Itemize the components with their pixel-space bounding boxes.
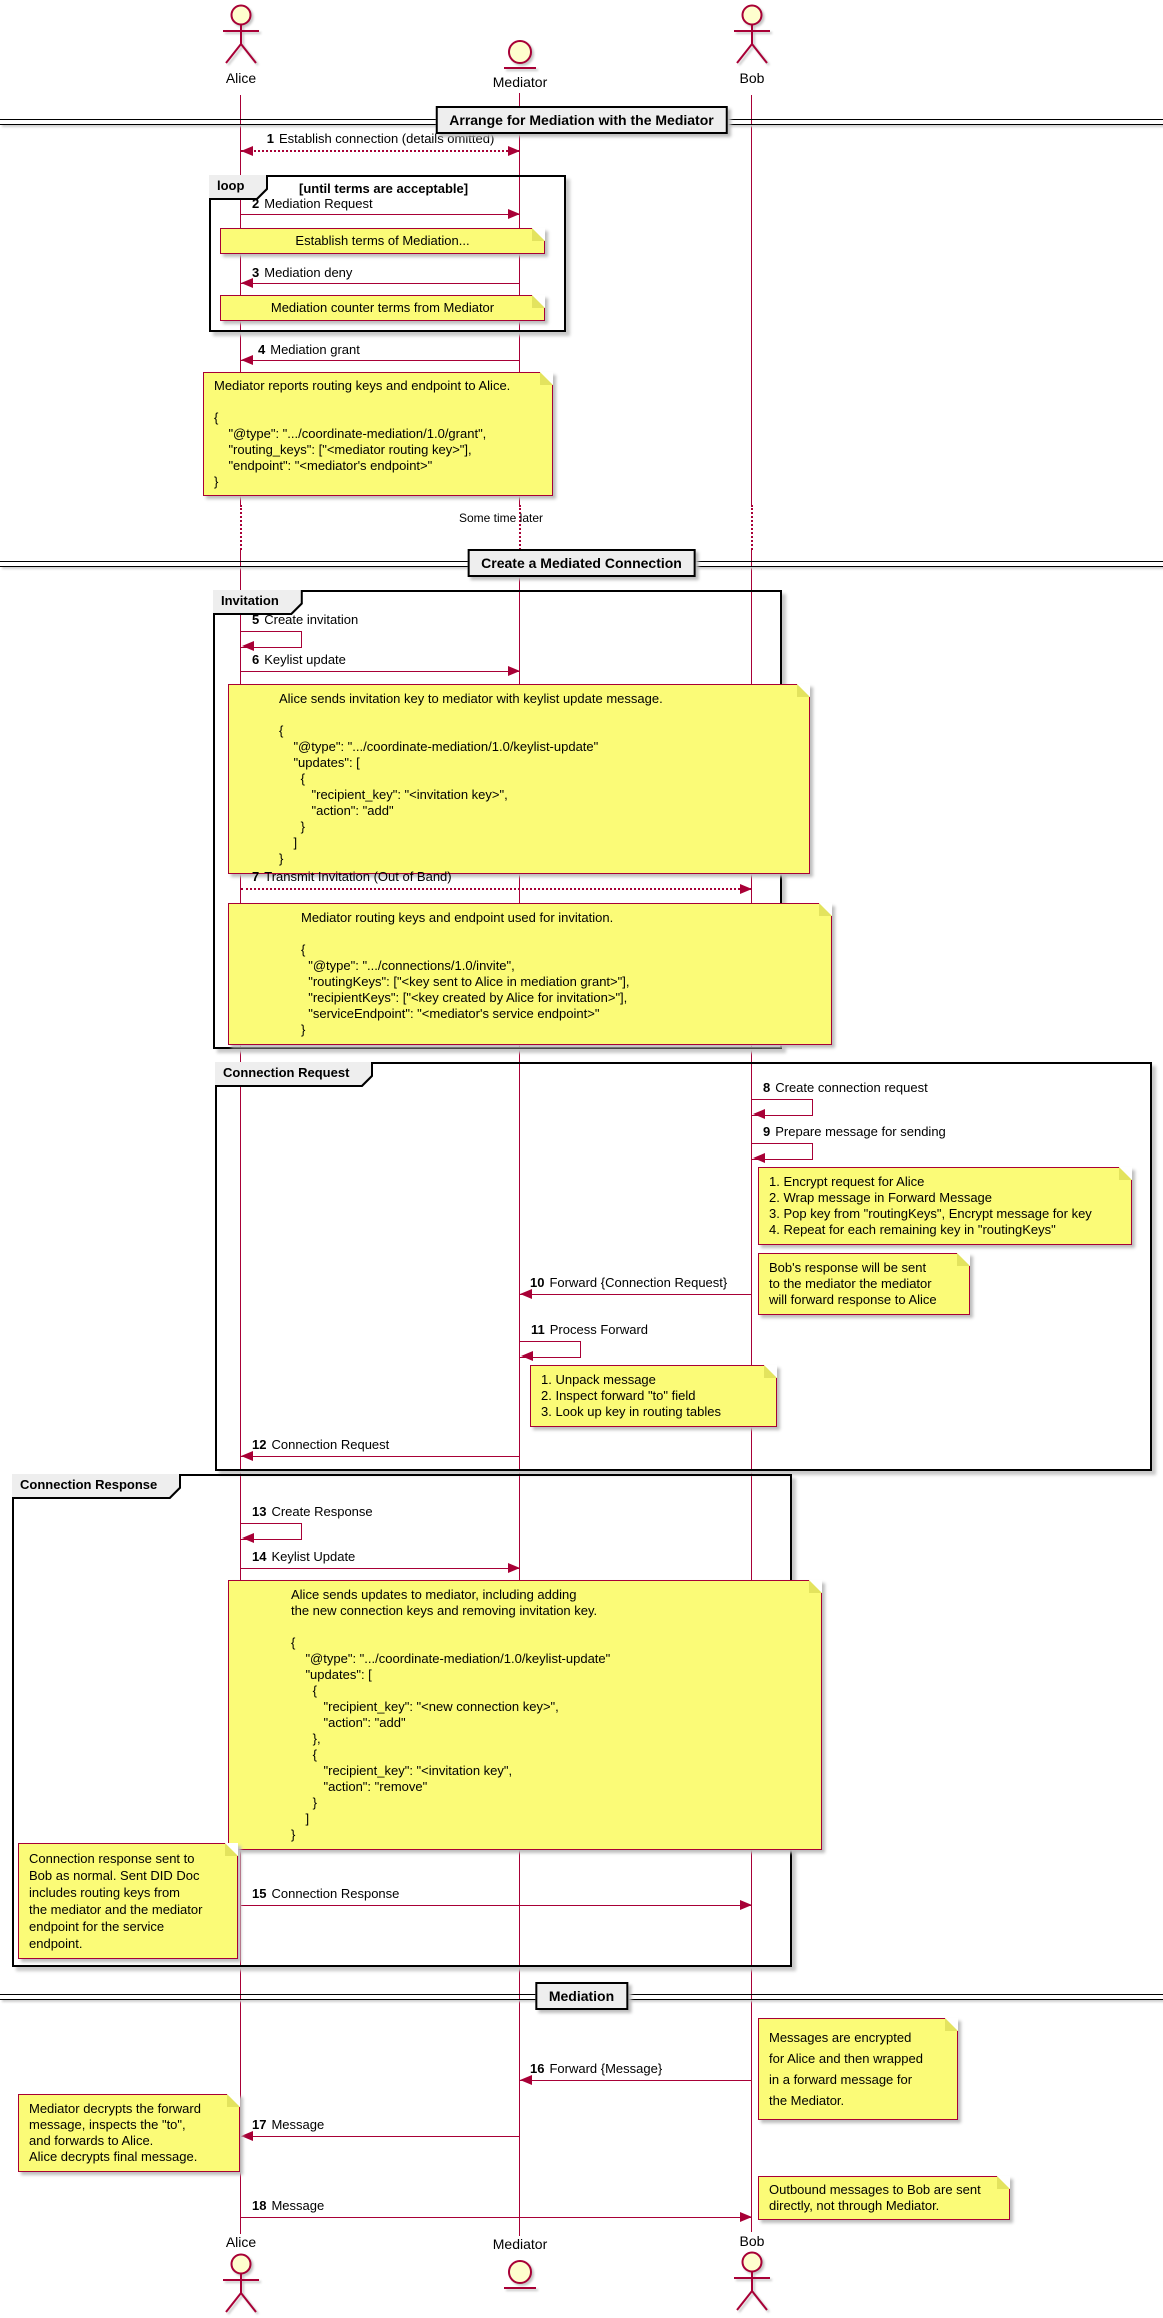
arrowhead-left xyxy=(241,146,253,156)
arrowhead-right xyxy=(508,209,520,219)
message-8-arrow xyxy=(752,1099,813,1119)
note-mediator-forward-steps: 1. Unpack message 2. Inspect forward "to… xyxy=(530,1365,777,1427)
note-mediation-grant: Mediator reports routing keys and endpoi… xyxy=(203,372,553,496)
arrowhead-left xyxy=(242,641,254,651)
message-11-arrow xyxy=(520,1341,581,1361)
message-17-arrow xyxy=(241,2131,520,2141)
message-5-arrow xyxy=(241,631,302,651)
bob-actor-icon xyxy=(725,3,779,74)
alice-actor-icon-bottom xyxy=(214,2252,268,2318)
arrowhead-left xyxy=(753,1109,765,1119)
arrowhead-right xyxy=(740,2212,752,2222)
mediator-lifeline-delay xyxy=(519,505,521,550)
note-establish-terms: Establish terms of Mediation... xyxy=(220,228,545,254)
message-16-arrow xyxy=(520,2075,752,2085)
delay-label: Some time later xyxy=(458,511,544,525)
divider-mediation-title: Mediation xyxy=(534,1982,629,2010)
arrowhead-right xyxy=(740,884,752,894)
message-7-arrow xyxy=(241,884,752,894)
bob-actor-icon-bottom xyxy=(725,2250,779,2318)
alice-lifeline-delay xyxy=(240,505,242,550)
bob-lifeline xyxy=(751,95,752,505)
note-bob-encrypt-steps: 1. Encrypt request for Alice 2. Wrap mes… xyxy=(758,1167,1132,1245)
connection-response-frame-header: Connection Response xyxy=(12,1474,181,1499)
divider-create-title: Create a Mediated Connection xyxy=(467,549,696,577)
alice-label-top: Alice xyxy=(225,70,257,86)
alice-label-bottom: Alice xyxy=(225,2234,257,2250)
invitation-frame-header: Invitation xyxy=(213,590,303,615)
message-2-arrow xyxy=(241,209,520,219)
bob-label-top: Bob xyxy=(739,70,765,86)
message-12-arrow xyxy=(241,1451,520,1461)
note-outbound-direct: Outbound messages to Bob are sent direct… xyxy=(758,2176,1010,2220)
mediator-label-top: Mediator xyxy=(492,74,548,90)
note-mediator-decrypts: Mediator decrypts the forward message, i… xyxy=(18,2094,240,2172)
mediator-entity-icon xyxy=(496,38,544,81)
note-keylist-update-connection: Alice sends updates to mediator, includi… xyxy=(228,1580,822,1850)
arrowhead-left xyxy=(242,1533,254,1543)
note-counter-terms: Mediation counter terms from Mediator xyxy=(220,295,545,321)
message-6-arrow xyxy=(241,666,520,676)
message-3-arrow xyxy=(241,278,520,288)
message-15-arrow xyxy=(241,1900,752,1910)
note-bob-response-routing: Bob's response will be sent to the media… xyxy=(758,1253,970,1315)
message-1-arrow xyxy=(241,146,520,156)
mediator-label-bottom: Mediator xyxy=(492,2236,548,2252)
message-9-arrow xyxy=(752,1143,813,1163)
connection-request-frame: Connection Request xyxy=(215,1062,1152,1471)
alice-lifeline xyxy=(240,550,241,2234)
message-18-arrow xyxy=(241,2212,752,2222)
note-connection-response-diddoc: Connection response sent to Bob as norma… xyxy=(18,1843,238,1959)
arrowhead-right xyxy=(508,1563,520,1573)
bob-label-bottom: Bob xyxy=(739,2233,765,2249)
arrowhead-left xyxy=(241,1451,253,1461)
message-4-arrow xyxy=(241,355,520,365)
connection-request-frame-header: Connection Request xyxy=(215,1062,373,1087)
note-keylist-update-invitation: Alice sends invitation key to mediator w… xyxy=(228,684,810,874)
message-14-arrow xyxy=(241,1563,520,1573)
loop-condition: [until terms are acceptable] xyxy=(299,181,469,196)
note-invite-routing-keys: Mediator routing keys and endpoint used … xyxy=(228,903,832,1045)
message-13-arrow xyxy=(241,1523,302,1543)
loop-frame: loop [until terms are acceptable] xyxy=(209,175,566,332)
arrowhead-right xyxy=(740,1900,752,1910)
arrowhead-right xyxy=(508,146,520,156)
note-forward-wrapped: Messages are encrypted for Alice and the… xyxy=(758,2018,958,2120)
arrowhead-right xyxy=(508,666,520,676)
arrowhead-left xyxy=(241,278,253,288)
loop-frame-header: loop xyxy=(209,175,268,200)
bob-lifeline-delay xyxy=(751,505,753,550)
arrowhead-left xyxy=(520,2075,532,2085)
arrowhead-left xyxy=(521,1351,533,1361)
arrowhead-left xyxy=(520,1289,532,1299)
alice-actor-icon xyxy=(214,3,268,74)
arrowhead-left xyxy=(753,1153,765,1163)
mediator-entity-icon-bottom xyxy=(496,2258,544,2301)
arrowhead-left xyxy=(241,355,253,365)
divider-arrange-title: Arrange for Mediation with the Mediator xyxy=(435,106,728,134)
arrowhead-left xyxy=(241,2131,253,2141)
message-10-arrow xyxy=(520,1289,752,1299)
mediator-lifeline xyxy=(519,550,520,2236)
